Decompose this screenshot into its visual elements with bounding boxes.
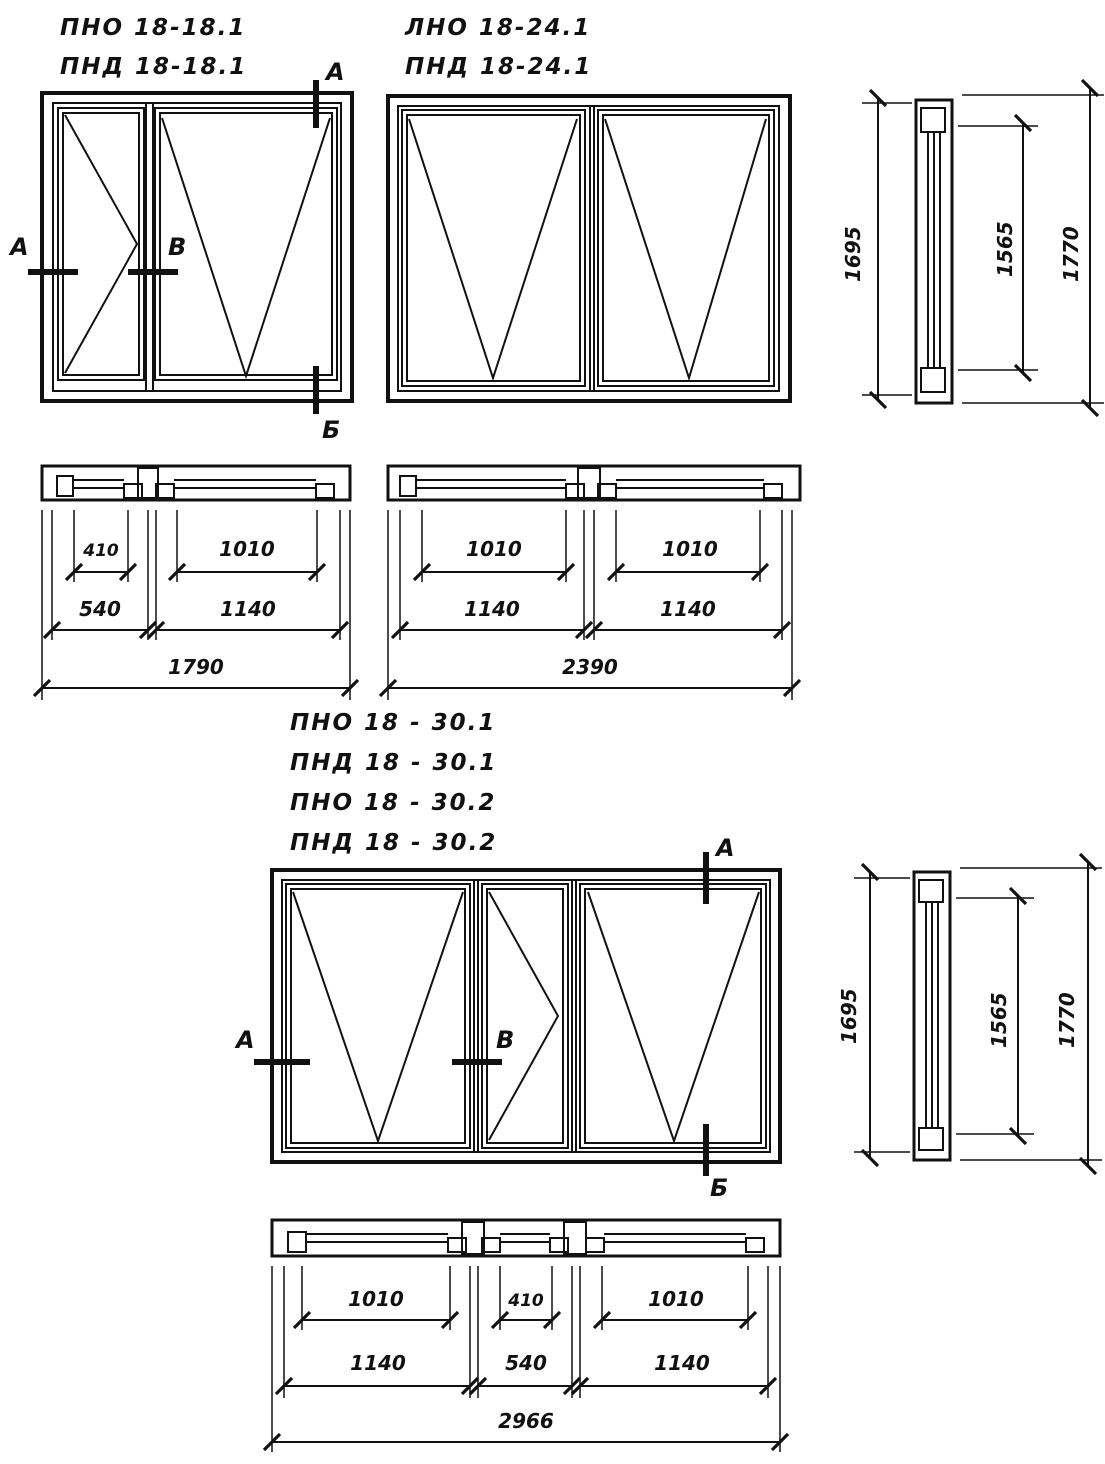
dim-w3-sash-right: 1140	[654, 1351, 710, 1375]
section-mark-a-top-3: А	[714, 834, 735, 862]
window-3-title-line-4: ПНД 18 - 30.2	[290, 830, 497, 856]
side-section-top	[862, 78, 1104, 418]
section-mark-a-left-3: А	[234, 1026, 255, 1054]
dim-w3-total: 2966	[498, 1409, 554, 1433]
dim-w1-sash-small: 540	[79, 597, 121, 621]
dim-frame-height-bottom: 1695	[837, 988, 861, 1044]
window-1-elevation	[28, 80, 354, 414]
dim-w3-sash-left: 1140	[350, 1351, 406, 1375]
dim-w1-inner-small: 410	[82, 541, 119, 561]
dim-w3-inner-left: 1010	[348, 1287, 404, 1311]
window-1-title-line-1: ПНО 18-18.1	[60, 15, 246, 41]
dim-w2-inner-right: 1010	[662, 537, 718, 561]
dim-w1-total: 1790	[168, 655, 224, 679]
section-mark-b-3: Б	[710, 1174, 728, 1202]
dim-w3-inner-mid: 410	[507, 1291, 544, 1311]
window-2-elevation	[386, 94, 792, 403]
dim-w2-total: 2390	[562, 655, 618, 679]
dim-total-height-top: 1770	[1059, 226, 1083, 282]
window-1-plan-section	[32, 464, 360, 700]
section-mark-v-3: В	[496, 1026, 514, 1054]
section-mark-a-top-1: А	[324, 58, 345, 86]
dim-w2-sash-right: 1140	[660, 597, 716, 621]
section-mark-b-1: Б	[322, 416, 340, 444]
dim-glass-height-top: 1565	[993, 221, 1017, 277]
section-mark-v-1: В	[168, 233, 186, 261]
window-1-title-line-2: ПНД 18-18.1	[60, 54, 247, 80]
dim-frame-height-top: 1695	[841, 226, 865, 282]
window-3-elevation	[254, 852, 782, 1176]
window-3-title-line-3: ПНО 18 - 30.2	[290, 790, 496, 816]
dim-w2-sash-left: 1140	[464, 597, 520, 621]
window-3-title-line-1: ПНО 18 - 30.1	[290, 710, 496, 736]
dim-total-height-bottom: 1770	[1055, 992, 1079, 1048]
dim-w1-inner-large: 1010	[219, 537, 275, 561]
dim-w1-sash-large: 1140	[220, 597, 276, 621]
dim-w3-sash-mid: 540	[505, 1351, 547, 1375]
dim-w2-inner-left: 1010	[466, 537, 522, 561]
window-2-title-line-1: ЛНО 18-24.1	[404, 15, 591, 41]
dim-glass-height-bottom: 1565	[987, 992, 1011, 1048]
window-2-plan-section	[378, 464, 802, 700]
dim-w3-inner-right: 1010	[648, 1287, 704, 1311]
window-2-title-line-2: ПНД 18-24.1	[405, 54, 592, 80]
window-3-plan-section	[262, 1218, 790, 1452]
window-3-title-line-2: ПНД 18 - 30.1	[290, 750, 497, 776]
section-mark-a-left-1: А	[8, 233, 29, 261]
side-section-bottom	[854, 852, 1102, 1176]
